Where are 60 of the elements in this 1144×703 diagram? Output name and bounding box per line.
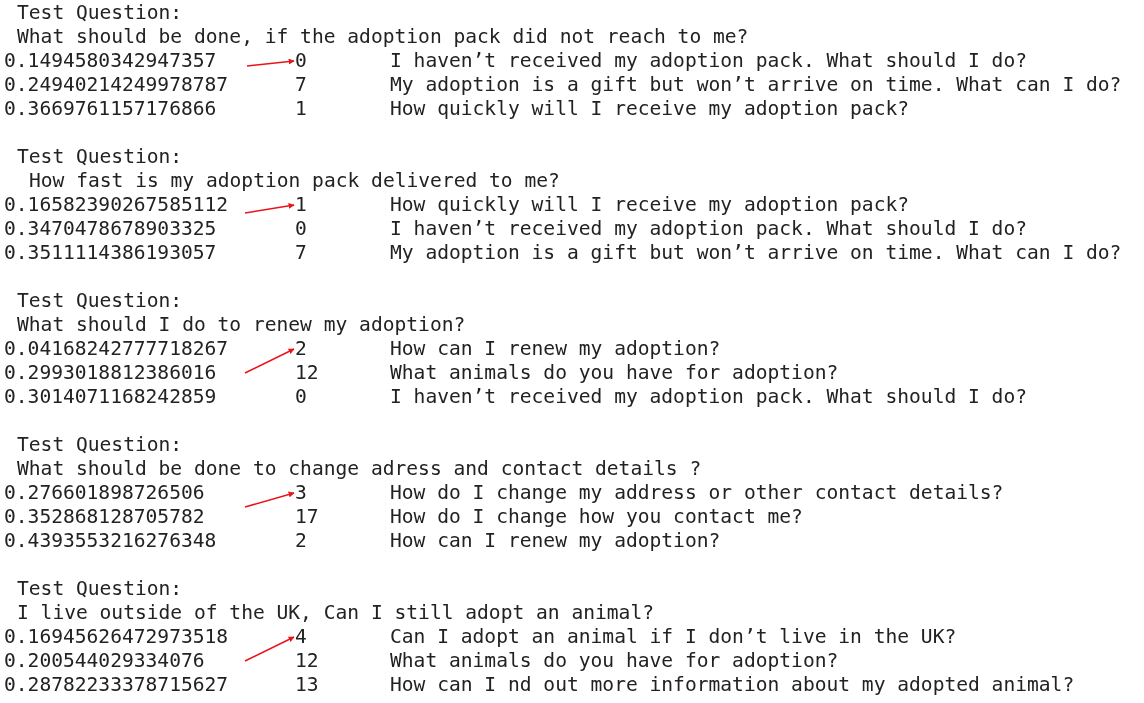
answer-text: I haven’t received my adoption pack. What should I do? [390, 385, 1027, 409]
index-number: 12 [295, 649, 319, 673]
score-value: 0.3669761157176866 [4, 97, 217, 121]
score-value: 0.3511114386193057 [4, 241, 217, 265]
answer-text: I haven’t received my adoption pack. What should I do? [390, 217, 1027, 241]
answer-text: How do I change how you contact me? [390, 505, 803, 529]
arrow [244, 348, 295, 374]
question-text: What should I do to renew my adoption? [17, 313, 466, 337]
heading-text: Test Question: [17, 433, 183, 457]
score-value: 0.16582390267585112 [4, 193, 229, 217]
answer-text: How can I nd out more information about my adopted animal? [390, 673, 1075, 697]
score-value: 0.3014071168242859 [4, 385, 217, 409]
arrow [244, 636, 295, 662]
score-value: 0.16945626472973518 [4, 625, 229, 649]
answer-text: How quickly will I receive my adoption pack? [390, 97, 910, 121]
index-number: 0 [295, 49, 307, 73]
question-text: What should be done to change adress and contact details ? [17, 457, 702, 481]
score-value: 0.24940214249978787 [4, 73, 229, 97]
score-value: 0.04168242777718267 [4, 337, 229, 361]
score-value: 0.1494580342947357 [4, 49, 217, 73]
index-number: 4 [295, 625, 307, 649]
index-number: 0 [295, 385, 307, 409]
heading-text: Test Question: [17, 289, 183, 313]
index-number: 12 [295, 361, 319, 385]
answer-text: My adoption is a gift but won’t arrive on time. What can I do? [390, 241, 1122, 265]
index-number: 7 [295, 73, 307, 97]
heading-text: Test Question: [17, 577, 183, 601]
answer-text: How quickly will I receive my adoption pack? [390, 193, 910, 217]
answer-text: How do I change my address or other contact details? [390, 481, 1004, 505]
answer-text: My adoption is a gift but won’t arrive on time. What can I do? [390, 73, 1122, 97]
heading-text: Test Question: [17, 1, 183, 25]
answer-text: Can I adopt an animal if I don’t live in the UK? [390, 625, 957, 649]
answer-text: How can I renew my adoption? [390, 337, 721, 361]
heading-text: Test Question: [17, 145, 183, 169]
arrow [246, 58, 295, 67]
question-text: I live outside of the UK, Can I still adopt an animal? [17, 601, 654, 625]
index-number: 13 [295, 673, 319, 697]
answer-text: What animals do you have for adoption? [390, 361, 839, 385]
arrow [244, 491, 295, 508]
index-number: 0 [295, 217, 307, 241]
arrow [244, 202, 295, 214]
index-number: 1 [295, 193, 307, 217]
answer-text: What animals do you have for adoption? [390, 649, 839, 673]
index-number: 7 [295, 241, 307, 265]
index-number: 2 [295, 337, 307, 361]
index-number: 1 [295, 97, 307, 121]
score-value: 0.28782233378715627 [4, 673, 229, 697]
score-value: 0.4393553216276348 [4, 529, 217, 553]
score-value: 0.200544029334076 [4, 649, 205, 673]
score-value: 0.3470478678903325 [4, 217, 217, 241]
question-text: How fast is my adoption pack delivered to me? [29, 169, 560, 193]
answer-text: How can I renew my adoption? [390, 529, 721, 553]
index-number: 2 [295, 529, 307, 553]
score-value: 0.2993018812386016 [4, 361, 217, 385]
index-number: 3 [295, 481, 307, 505]
index-number: 17 [295, 505, 319, 529]
score-value: 0.352868128705782 [4, 505, 205, 529]
answer-text: I haven’t received my adoption pack. What should I do? [390, 49, 1027, 73]
score-value: 0.276601898726506 [4, 481, 205, 505]
question-text: What should be done, if the adoption pack did not reach to me? [17, 25, 749, 49]
